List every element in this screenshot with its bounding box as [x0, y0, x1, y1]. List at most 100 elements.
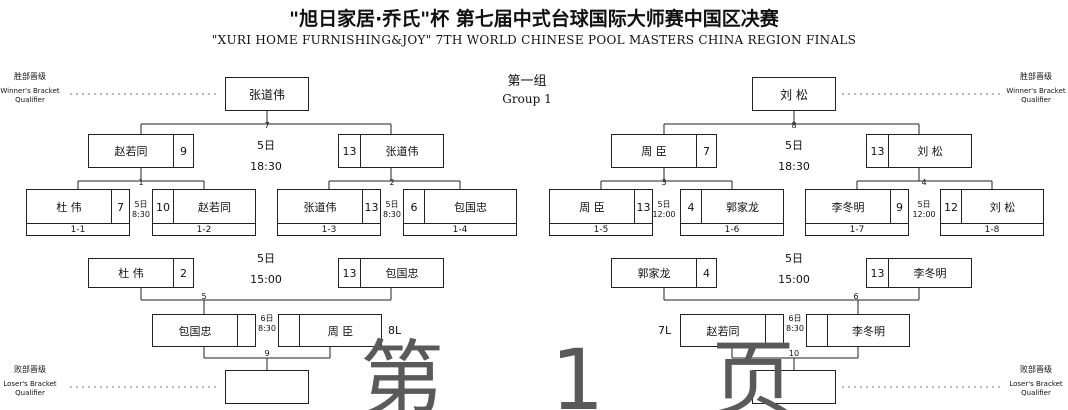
match-number-9: 9 — [264, 349, 270, 358]
r1-m1-date: 5日 — [134, 200, 148, 209]
time-clock-1: 18:30 — [250, 160, 282, 173]
player-name: 张道伟 — [385, 145, 419, 158]
loser-label-left: 败部晋级 — [14, 365, 46, 374]
match-box-r2-a: 赵若同 9 — [88, 134, 194, 168]
r1-m2-left-box: 张道伟 13 1-3 — [277, 189, 381, 236]
seed-label: 1-2 — [153, 223, 255, 235]
divider — [765, 315, 766, 346]
r1-m4-time: 12:00 — [912, 210, 936, 219]
loser-label-en-left-2: Qualifier — [15, 389, 45, 397]
player-name: 包国忠 — [178, 324, 212, 338]
match-number-2: 2 — [389, 178, 395, 187]
score: 13 — [636, 200, 651, 214]
score — [279, 315, 299, 346]
seed-label: 1-6 — [681, 223, 783, 235]
player-name: 刘 松 — [917, 145, 943, 158]
match-number-5: 5 — [201, 292, 207, 301]
loser2-left-time: 8:30 — [258, 324, 276, 333]
divider — [701, 190, 702, 224]
winner-label-right: 胜部晋级 — [1020, 72, 1052, 81]
player-name: 周 臣 — [579, 201, 605, 214]
winner-qualifier-box-right: 刘 松 — [752, 77, 836, 111]
divider — [424, 190, 425, 224]
r1-m3-left-box: 周 臣 13 1-5 — [549, 189, 653, 236]
r1-m1-time: 8:30 — [132, 210, 150, 219]
match-number-1: 1 — [138, 178, 144, 187]
time-clock-4: 15:00 — [778, 273, 810, 286]
player-name: 周 臣 — [641, 145, 667, 158]
r1-m3-date: 5日 — [657, 200, 671, 209]
match-number-10: 10 — [788, 349, 800, 358]
divider — [888, 135, 889, 167]
seed-label: 1-7 — [806, 223, 908, 235]
page-watermark: 第 1 页 — [360, 331, 835, 410]
loser2-left-drop-label: 8L — [388, 324, 402, 337]
player-name: 李冬明 — [831, 201, 865, 214]
divider — [827, 315, 828, 346]
winner-label-en-left-1: Winner's Bracket — [0, 87, 60, 95]
divider — [360, 135, 361, 167]
match-box-r2-d: 13 刘 松 — [866, 134, 972, 168]
loser-box-c: 郭家龙 4 — [611, 258, 717, 288]
loser2-left-date: 6日 — [260, 314, 274, 323]
divider — [696, 259, 697, 287]
seed-label: 1-3 — [278, 223, 380, 235]
score: 13 — [870, 144, 885, 158]
time-date-1: 5日 — [257, 139, 275, 152]
time-date-4: 5日 — [785, 252, 803, 265]
score: 13 — [364, 200, 379, 214]
score: 7 — [703, 144, 710, 158]
match-box-r2-b: 13 张道伟 — [338, 134, 444, 168]
seed-label: 1-8 — [941, 223, 1043, 235]
divider — [173, 135, 174, 167]
loser2-right-p2-box: 李冬明 — [806, 314, 910, 347]
score: 12 — [944, 200, 958, 214]
player-name: 赵若同 — [114, 145, 148, 158]
r1-m3-right-box: 4 郭家龙 1-6 — [680, 189, 784, 236]
player-name: 赵若同 — [198, 201, 231, 214]
loser-box-d: 13 李冬明 — [866, 258, 972, 288]
divider — [888, 259, 889, 287]
score: 4 — [687, 200, 695, 214]
player-name: 郭家龙 — [637, 267, 671, 280]
winner-label-en-left-2: Qualifier — [15, 96, 45, 104]
time-clock-3: 15:00 — [250, 273, 282, 286]
divider — [360, 259, 361, 287]
group-title: 第一组 — [507, 74, 547, 89]
divider — [299, 315, 300, 346]
score: 6 — [410, 200, 418, 214]
score: 7 — [117, 200, 124, 214]
seed-label: 1-5 — [550, 223, 652, 235]
match-box-r2-c: 周 臣 7 — [611, 134, 717, 168]
page-title: "旭日家居·乔氏"杯 第七届中式台球国际大师赛中国区决赛 — [289, 8, 779, 30]
loser-label-en-right-1: Loser's Bracket — [1009, 380, 1063, 388]
r1-m2-time: 8:30 — [383, 210, 401, 219]
player-name: 刘 松 — [989, 201, 1016, 214]
match-number-3: 3 — [661, 178, 667, 187]
r1-m2-date: 5日 — [385, 200, 399, 209]
loser2-left-p1-box: 包国忠 — [152, 314, 256, 347]
divider — [173, 259, 174, 287]
winner-label-en-right-2: Qualifier — [1021, 96, 1051, 104]
divider — [634, 190, 635, 224]
loser2-right-date: 6日 — [788, 314, 802, 323]
player-name: 张道伟 — [248, 87, 285, 102]
score: 9 — [180, 144, 187, 158]
loser-label-en-right-2: Qualifier — [1021, 389, 1051, 397]
match-number-8: 8 — [791, 121, 797, 130]
loser-qualifier-box-left — [225, 370, 309, 404]
r1-m1-right-box: 10 赵若同 1-2 — [152, 189, 256, 236]
player-name: 郭家龙 — [726, 201, 759, 214]
match-number-4: 4 — [921, 178, 927, 187]
player-name: 包国忠 — [454, 201, 487, 214]
divider — [696, 135, 697, 167]
loser-box-a: 杜 伟 2 — [88, 258, 194, 288]
loser2-right-time: 8:30 — [786, 324, 804, 333]
winner-label-left: 胜部晋级 — [14, 72, 46, 81]
time-date-2: 5日 — [785, 139, 803, 152]
player-name: 包国忠 — [385, 267, 419, 280]
score: 13 — [870, 266, 885, 280]
r1-m2-right-box: 6 包国忠 1-4 — [403, 189, 517, 236]
player-name: 李冬明 — [913, 267, 947, 280]
